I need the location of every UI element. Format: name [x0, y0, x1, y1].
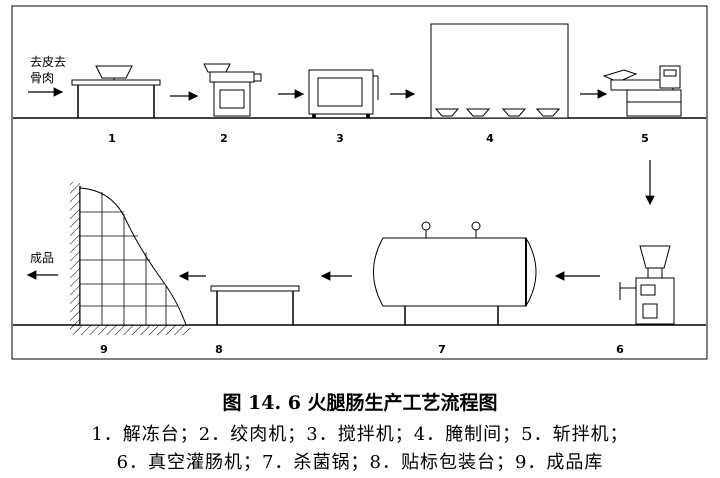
- step-number-1: 1: [108, 132, 116, 145]
- step-number-9: 9: [100, 343, 108, 356]
- mixer: [308, 69, 379, 118]
- input-label: 去皮去: [30, 55, 66, 69]
- output-label: 成品: [30, 251, 54, 265]
- sterilizer: [373, 221, 537, 325]
- step-number-6: 6: [616, 343, 624, 356]
- thawing-table: [71, 65, 161, 118]
- meat-grinder: [203, 63, 262, 117]
- input-label: 骨肉: [30, 71, 54, 85]
- warehouse: [70, 182, 190, 335]
- figure-caption-title: 图 14. 6 火腿肠生产工艺流程图: [222, 392, 498, 414]
- step-number-5: 5: [641, 132, 649, 145]
- diagram-frame: [11, 5, 708, 360]
- step-number-7: 7: [438, 343, 446, 356]
- step-number-3: 3: [336, 132, 344, 145]
- step-number-8: 8: [215, 343, 223, 356]
- vacuum-filler: [619, 245, 675, 325]
- packing-table: [210, 285, 300, 325]
- curing-room: [430, 23, 569, 119]
- step-number-2: 2: [220, 132, 228, 145]
- bowl-chopper: [602, 65, 682, 117]
- figure-legend-line: 6．真空灌肠机；7．杀菌锅；8．贴标包装台；9．成品库: [116, 452, 604, 473]
- figure-legend-line: 1．解冻台；2．绞肉机；3．搅拌机；4．腌制间；5．斩拌机；: [91, 424, 629, 445]
- step-number-4: 4: [486, 132, 494, 145]
- process-flow-diagram: 去皮去 骨肉: [11, 5, 708, 360]
